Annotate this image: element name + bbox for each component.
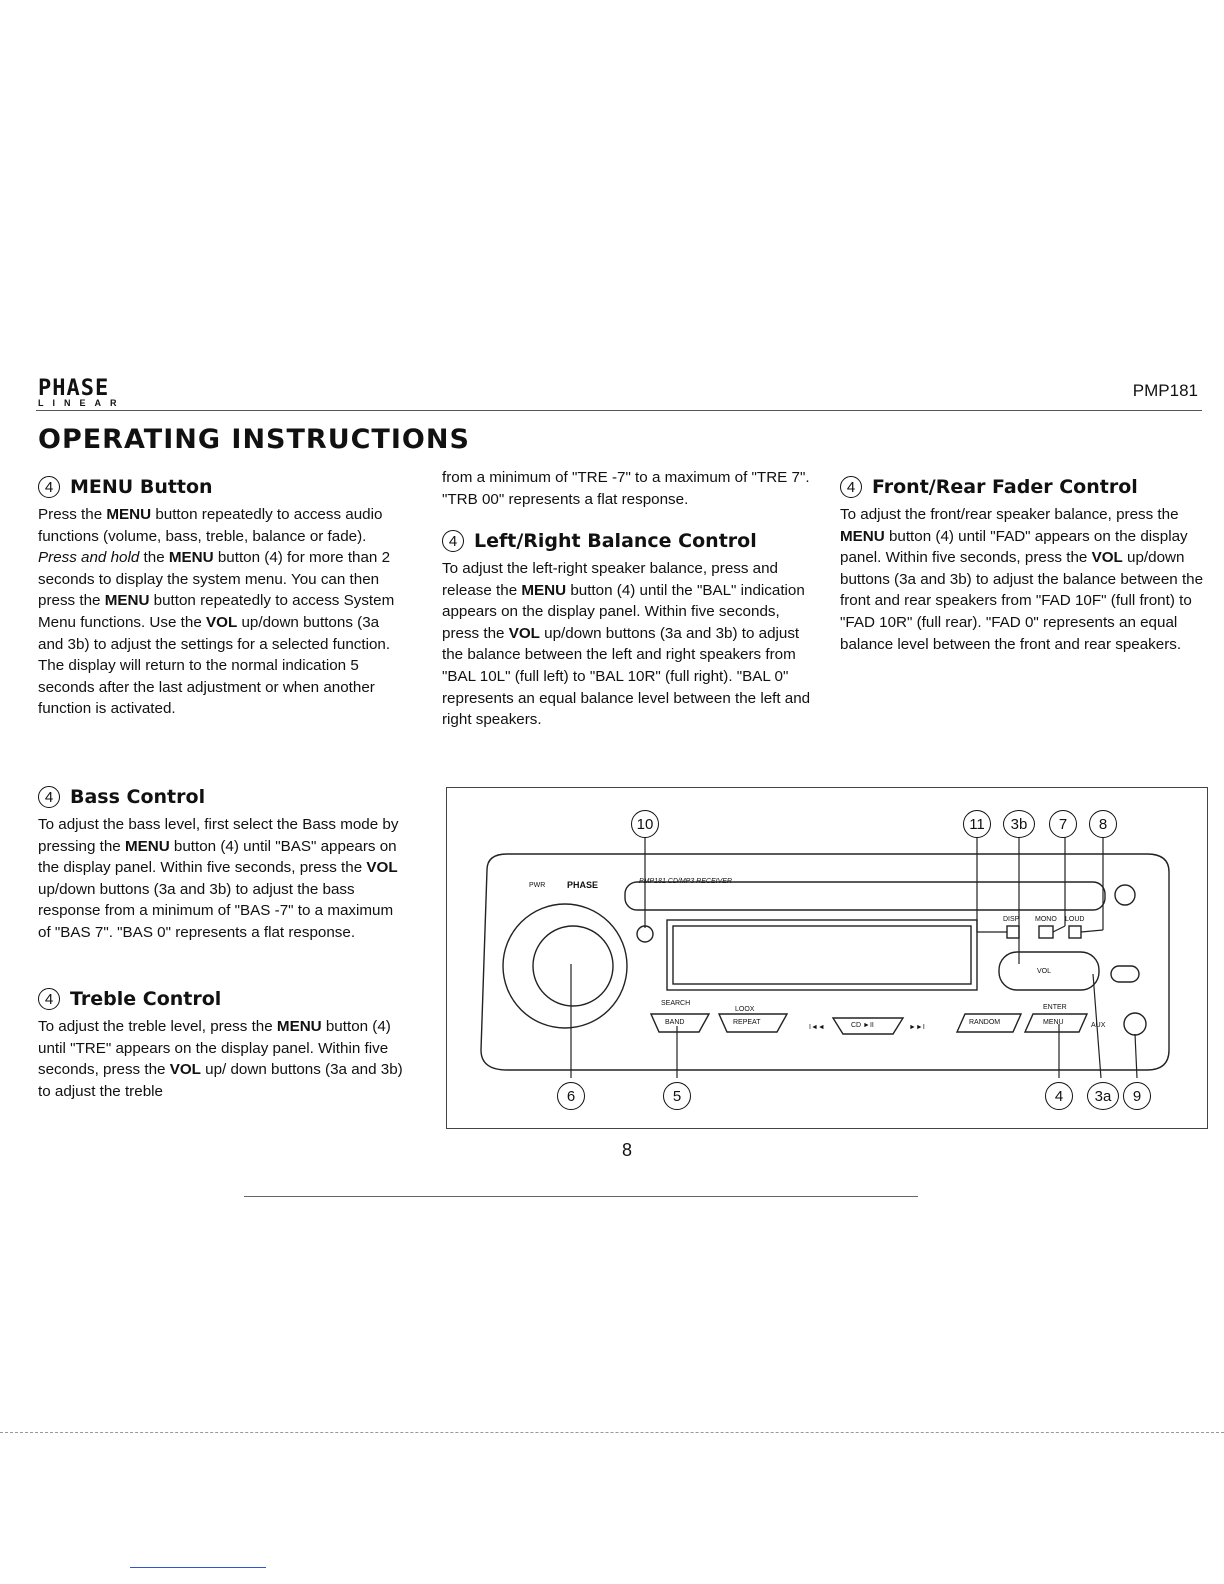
- leader-lines: [570, 836, 1138, 1079]
- prev-label: I◄◄: [809, 1024, 825, 1031]
- scan-edge-line: [0, 1432, 1224, 1433]
- eject-button: [1114, 884, 1136, 906]
- volume-knob-inner: [532, 925, 614, 1007]
- cd-label: CD ►II: [851, 1022, 874, 1029]
- next-label: ►►I: [909, 1024, 925, 1031]
- faceplate-diagram: PWR PHASE PMP181 CD/MP3 RECEIVER DISP MO…: [446, 787, 1208, 1129]
- loud-label: LOUD: [1065, 916, 1085, 923]
- volume-knob-outer: [502, 903, 628, 1029]
- display-window: [666, 919, 978, 991]
- mono-label: MONO: [1035, 916, 1057, 923]
- section-heading: 4 Front/Rear Fader Control: [840, 476, 1210, 498]
- callout-number: 4: [38, 988, 60, 1010]
- loud-button: [1068, 925, 1082, 939]
- section-heading: 4 Bass Control: [38, 786, 408, 808]
- band-key: [649, 1013, 711, 1033]
- menu-label: MENU: [1043, 1019, 1064, 1026]
- callout-9: 9: [1123, 1082, 1151, 1110]
- display-inner: [672, 925, 972, 985]
- disp-button: [1006, 925, 1020, 939]
- brand-logo-subtext: LINEAR: [38, 398, 126, 408]
- section-title: Bass Control: [70, 786, 206, 808]
- callout-10: 10: [631, 810, 659, 838]
- aux-jack: [1123, 1012, 1147, 1036]
- vol-rocker: [998, 951, 1100, 991]
- section-treble-continued: from a minimum of "TRE -7" to a maximum …: [442, 467, 812, 510]
- callout-8: 8: [1089, 810, 1117, 838]
- rel-button: [1110, 965, 1140, 983]
- section-treble-control: 4 Treble Control To adjust the treble le…: [38, 988, 408, 1102]
- mono-button: [1038, 925, 1054, 939]
- enter-label: ENTER: [1043, 1004, 1067, 1011]
- aux-label: AUX: [1091, 1022, 1106, 1029]
- section-title: MENU Button: [70, 476, 213, 498]
- cd-key: [831, 1017, 905, 1035]
- page-number: 8: [622, 1140, 633, 1160]
- model-number: PMP181: [1132, 381, 1198, 400]
- brand-logo: PHASE LINEAR: [38, 376, 150, 410]
- header-divider: [36, 410, 1202, 411]
- section-body: from a minimum of "TRE -7" to a maximum …: [442, 469, 810, 508]
- callout-11: 11: [963, 810, 991, 838]
- search-label: SEARCH: [661, 1000, 691, 1007]
- faceplate-drawing: [480, 836, 1170, 1079]
- device-model-label: PMP181 CD/MP3 RECEIVER: [639, 878, 732, 885]
- callout-6: 6: [557, 1082, 585, 1110]
- brand-logo-text: PHASE: [38, 376, 110, 401]
- section-body: Press the MENU button repeatedly to acce…: [38, 506, 395, 718]
- section-title: Treble Control: [70, 988, 222, 1010]
- footer-divider: [244, 1196, 918, 1197]
- callout-7: 7: [1049, 810, 1077, 838]
- section-title: Left/Right Balance Control: [474, 530, 757, 552]
- random-label: RANDOM: [969, 1019, 1001, 1026]
- callout-5: 5: [663, 1082, 691, 1110]
- random-key: [955, 1013, 1023, 1033]
- page-title: OPERATING INSTRUCTIONS: [38, 424, 470, 455]
- section-body: To adjust the left-right speaker balance…: [442, 560, 811, 729]
- section-fader-control: 4 Front/Rear Fader Control To adjust the…: [840, 476, 1210, 655]
- section-body: To adjust the front/rear speaker balance…: [840, 506, 1204, 653]
- knob-button-10: [636, 925, 654, 943]
- section-bass-control: 4 Bass Control To adjust the bass level,…: [38, 786, 408, 944]
- callout-3b: 3b: [1003, 810, 1035, 838]
- cd-slot: [624, 881, 1106, 911]
- section-heading: 4 Treble Control: [38, 988, 408, 1010]
- callout-number: 4: [38, 786, 60, 808]
- section-balance-control: 4 Left/Right Balance Control To adjust t…: [442, 530, 812, 731]
- loox-label: LOOX: [735, 1006, 755, 1013]
- repeat-label: REPEAT: [733, 1019, 761, 1026]
- callout-4: 4: [1045, 1082, 1073, 1110]
- section-body: To adjust the treble level, press the ME…: [38, 1018, 403, 1100]
- callout-number: 4: [840, 476, 862, 498]
- callout-number: 4: [38, 476, 60, 498]
- section-heading: 4 MENU Button: [38, 476, 408, 498]
- pwr-label: PWR: [529, 882, 546, 889]
- repeat-key: [717, 1013, 789, 1033]
- menu-key: [1023, 1013, 1089, 1033]
- disp-label: DISP: [1003, 916, 1020, 923]
- band-label: BAND: [665, 1019, 685, 1026]
- faceplate-outline: [480, 853, 1170, 1071]
- section-menu-button: 4 MENU Button Press the MENU button repe…: [38, 476, 408, 720]
- section-body: To adjust the bass level, first select t…: [38, 816, 399, 941]
- vol-label: VOL: [1037, 968, 1052, 975]
- link-underline: [130, 1567, 266, 1568]
- section-title: Front/Rear Fader Control: [872, 476, 1138, 498]
- callout-number: 4: [442, 530, 464, 552]
- callout-3a: 3a: [1087, 1082, 1119, 1110]
- device-brand-label: PHASE: [567, 880, 599, 890]
- section-heading: 4 Left/Right Balance Control: [442, 530, 812, 552]
